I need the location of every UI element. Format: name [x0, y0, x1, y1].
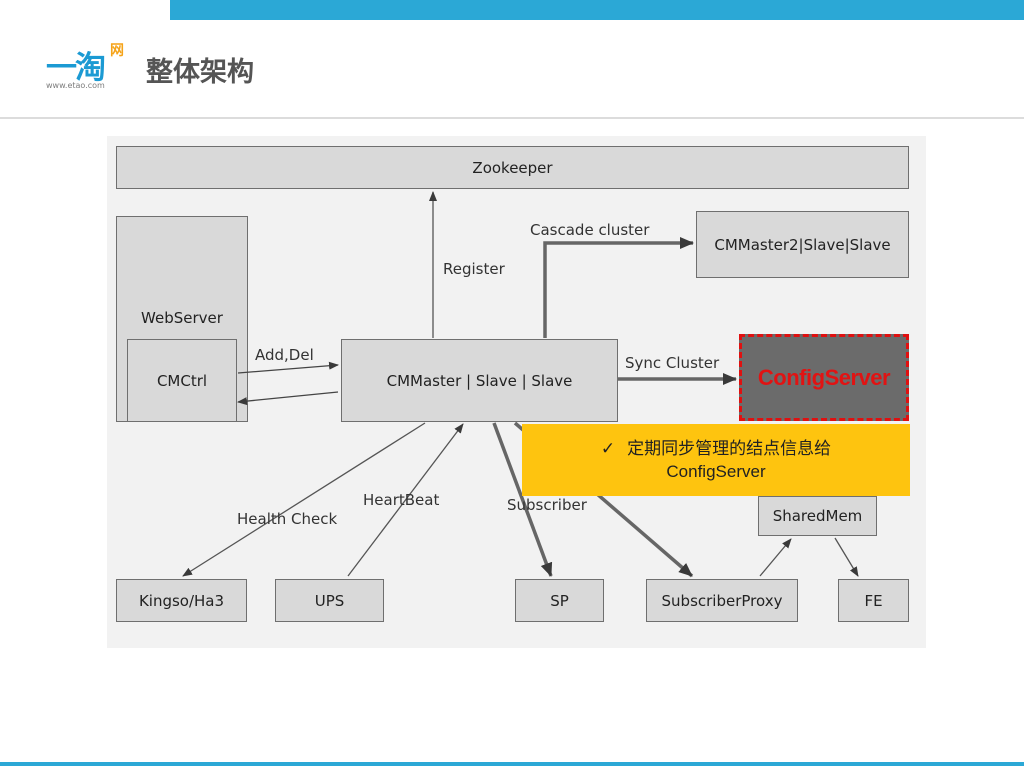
reply-arrow	[237, 391, 339, 406]
heartbeat-arrow	[347, 423, 464, 577]
webserver-label: WebServer	[141, 309, 223, 327]
sp-box: SP	[515, 579, 604, 622]
add-del-arrow	[237, 361, 339, 374]
sp-label: SP	[550, 591, 569, 610]
note-line-2: ConfigServer	[666, 462, 766, 481]
note-line-1: ✓ 定期同步管理的结点信息给	[522, 434, 910, 459]
page-title: 整体架构	[146, 57, 254, 88]
footer-accent-bar	[0, 762, 1024, 766]
add-del-label: Add,Del	[255, 346, 314, 364]
configserver-box: ConfigServer	[739, 334, 909, 421]
cascade-label: Cascade cluster	[530, 221, 650, 239]
heartbeat-label: HeartBeat	[363, 491, 440, 509]
etao-logo: 一淘 网 www.etao.com	[46, 40, 126, 94]
cmctrl-label: CMCtrl	[156, 371, 208, 390]
ups-label: UPS	[314, 591, 345, 610]
sharedmem-label: SharedMem	[772, 507, 863, 525]
register-label: Register	[443, 260, 505, 278]
subscriber-sp-arrow	[492, 422, 553, 577]
fe-box: FE	[838, 579, 909, 622]
cmmaster2-box: CMMaster2|Slave|Slave	[696, 211, 909, 278]
ups-box: UPS	[275, 579, 384, 622]
zookeeper-label: Zookeeper	[472, 158, 553, 177]
checkmark-icon: ✓	[600, 439, 616, 459]
subscriberproxy-box: SubscriberProxy	[646, 579, 798, 622]
health-check-arrow	[182, 422, 426, 577]
sharedmem-box: SharedMem	[758, 496, 877, 536]
kingso-box: Kingso/Ha3	[116, 579, 247, 622]
header-divider	[0, 117, 1024, 119]
cascade-arrow	[543, 237, 694, 338]
cmmaster-box: CMMaster | Slave | Slave	[341, 339, 618, 422]
sync-label: Sync Cluster	[625, 354, 720, 372]
subscriber-label: Subscriber	[507, 496, 587, 514]
note-text-1: 定期同步管理的结点信息给	[627, 439, 832, 459]
zookeeper-box: Zookeeper	[116, 146, 909, 189]
cmctrl-box: CMCtrl	[127, 339, 237, 422]
sync-note-callout: ✓ 定期同步管理的结点信息给 ConfigServer	[522, 424, 910, 496]
logo-wordmark: 一淘	[46, 50, 106, 86]
cmmaster-label: CMMaster | Slave | Slave	[386, 371, 573, 390]
sharedmem-fe-arrow	[834, 537, 859, 577]
proxy-sharedmem-arrow	[759, 538, 792, 577]
subscriberproxy-label: SubscriberProxy	[661, 591, 783, 610]
fe-label: FE	[864, 591, 883, 610]
cmmaster2-label: CMMaster2|Slave|Slave	[714, 235, 891, 254]
logo-superscript: 网	[110, 43, 124, 59]
logo-url: www.etao.com	[46, 81, 105, 90]
configserver-label: ConfigServer	[757, 364, 891, 390]
kingso-label: Kingso/Ha3	[138, 591, 225, 610]
top-accent-bar	[170, 0, 1024, 20]
health-check-label: Health Check	[237, 510, 338, 528]
